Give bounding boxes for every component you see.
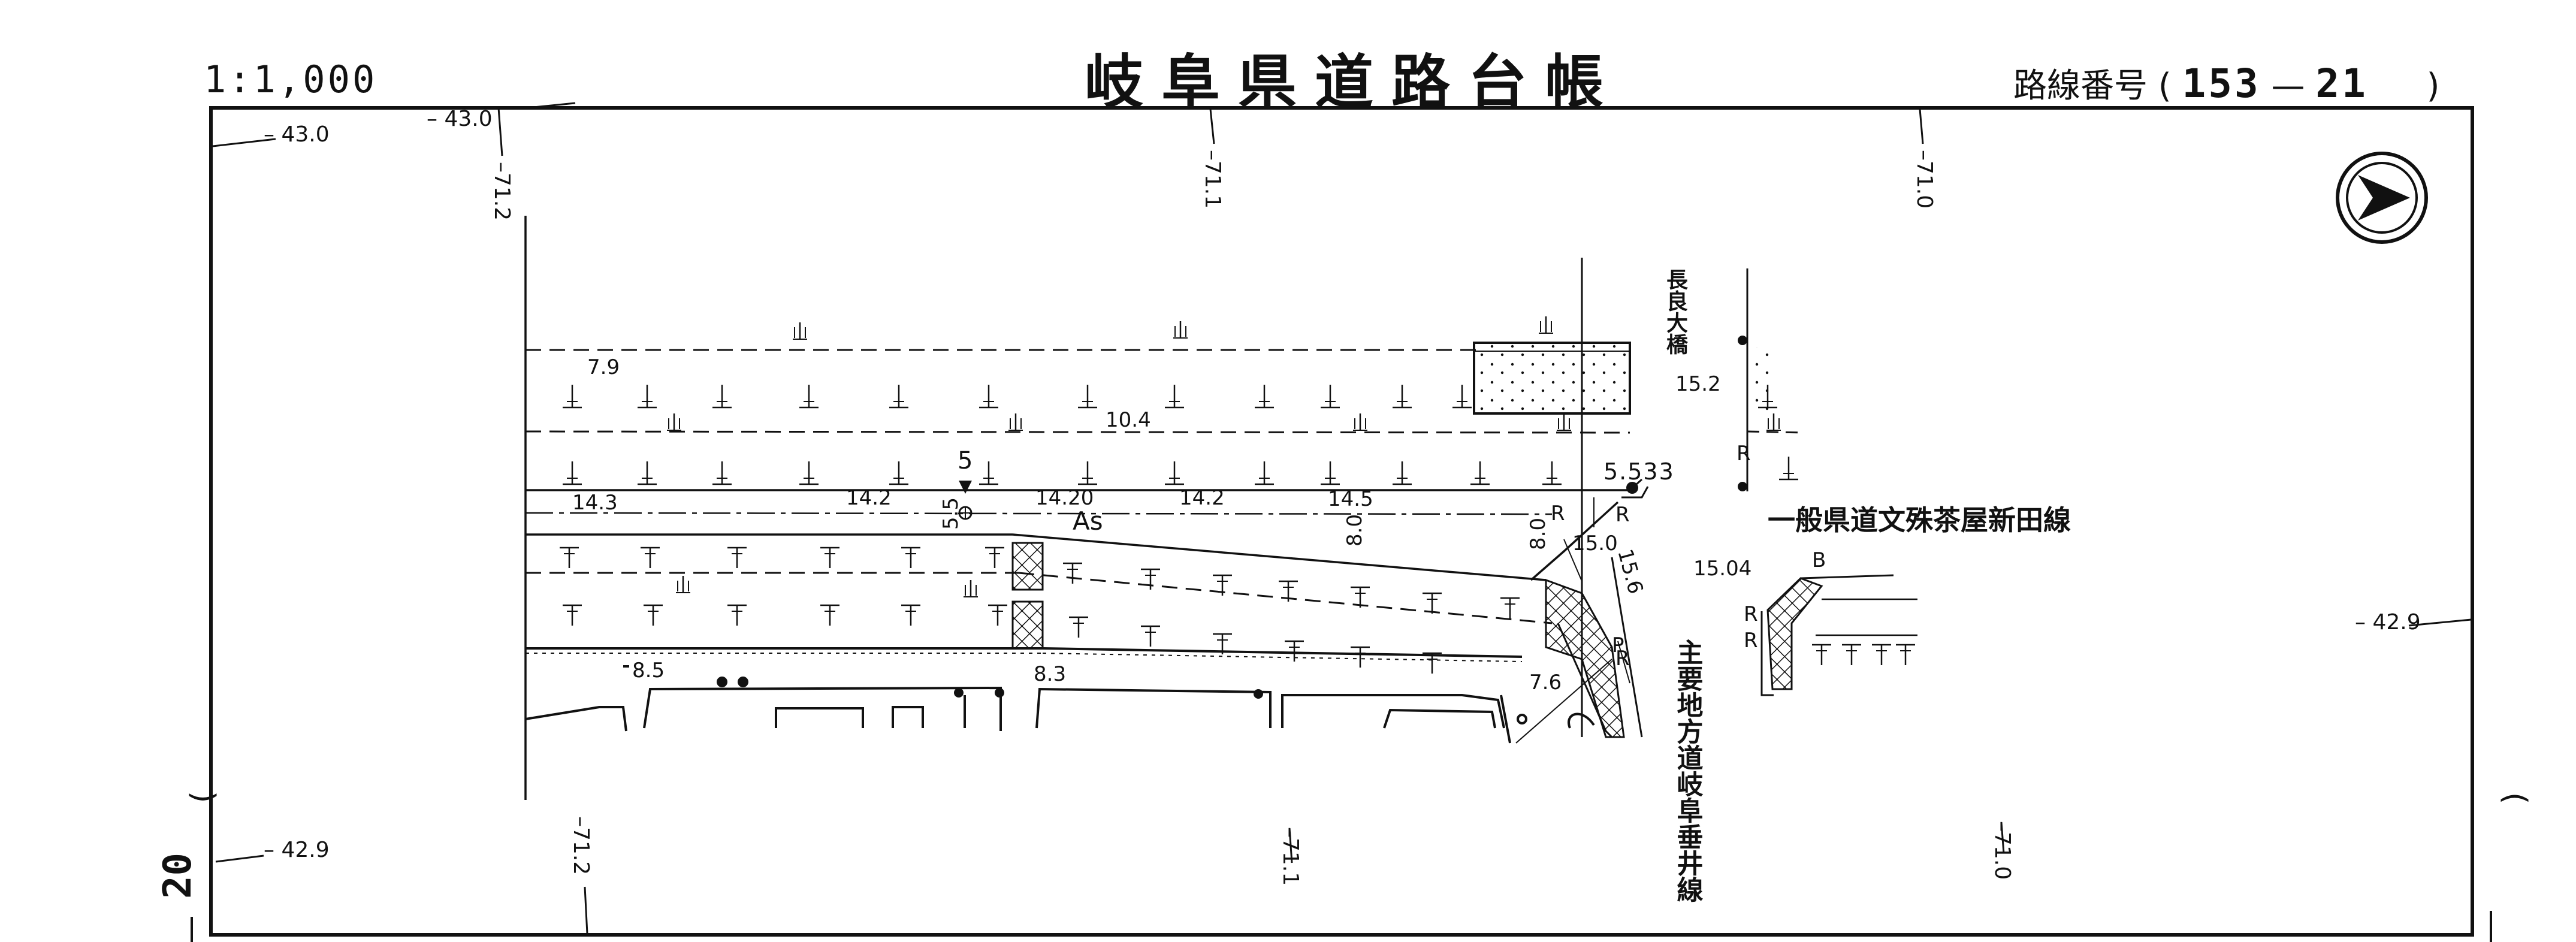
dim-14-3: 14.3 xyxy=(572,491,618,515)
grid-reference-lines xyxy=(212,102,2472,934)
route-number-block: 路線番号 ( 153 — 21 ) xyxy=(2013,59,2439,107)
main-road-name: 主要地方道岐阜垂井線 xyxy=(1672,639,1704,902)
mark-r6: R xyxy=(1737,442,1751,466)
kerb-symbols xyxy=(558,315,1916,675)
route-number: 153 xyxy=(2182,61,2261,107)
coord-bottom-x3: –71.0 xyxy=(1990,821,2015,880)
route-sub-number: 21 xyxy=(2315,61,2368,107)
roadside-buildings xyxy=(525,336,1747,744)
sheet-number: 20 xyxy=(156,853,200,899)
dim-14-2b: 14.2 xyxy=(1179,486,1225,510)
dim-15-0: 15.0 xyxy=(1572,532,1618,555)
dim-7-9: 7.9 xyxy=(587,355,620,379)
mark-p: P xyxy=(1612,633,1624,657)
road-structures xyxy=(1011,342,1917,738)
coord-bottom-x1: –71.2 xyxy=(569,816,593,875)
north-arrow-icon xyxy=(2336,152,2428,244)
dim-10-4: 10.4 xyxy=(1106,408,1151,432)
coord-right-mid: – 42.9 xyxy=(2355,610,2421,635)
dim-14-5: 14.5 xyxy=(1328,487,1373,511)
map-scale: 1:1,000 xyxy=(204,58,378,101)
bridge-name: 長良大橋 xyxy=(1663,268,1688,355)
dim-7-6: 7.6 xyxy=(1529,671,1562,695)
mark-r1: R xyxy=(1551,502,1565,526)
dim-5-5: 5.5 xyxy=(939,497,963,530)
dim-14-20: 14.20 xyxy=(1035,486,1094,510)
route-close-paren: ) xyxy=(2426,67,2440,105)
coord-top-x1: –71.2 xyxy=(490,162,514,221)
station-marker xyxy=(958,481,1638,520)
route-separator: — xyxy=(2271,67,2305,105)
dim-8-3: 8.3 xyxy=(1034,662,1066,686)
right-margin-paren: ( xyxy=(2497,792,2533,804)
dim-8-5: 8.5 xyxy=(632,659,665,683)
coord-bottom-x2: –71.1 xyxy=(1278,827,1303,886)
mark-b: B xyxy=(1812,548,1826,572)
coord-bottom-left: – 42.9 xyxy=(264,838,330,862)
station-number: 5 xyxy=(958,447,973,475)
dim-15-2: 15.2 xyxy=(1675,372,1721,396)
dim-15-04: 15.04 xyxy=(1693,557,1751,581)
mark-r4: R xyxy=(1744,602,1758,626)
mark-r5: R xyxy=(1744,629,1758,653)
dim-8-0b: 8.0 xyxy=(1526,518,1550,550)
coord-top-left-1: – 43.0 xyxy=(264,122,330,147)
road-lines xyxy=(524,216,1804,800)
station-distance: 5.533 xyxy=(1603,458,1675,485)
prefectural-road-name: 一般県道文殊茶屋新田線 xyxy=(1768,504,2071,536)
route-open-paren: ( xyxy=(2158,67,2172,105)
dim-14-2a: 14.2 xyxy=(846,486,892,510)
coord-top-left-2: – 43.0 xyxy=(427,107,493,131)
coord-top-x3: –71.0 xyxy=(1912,150,1937,209)
sheet-paren-open: ) xyxy=(185,791,221,803)
dim-8-0a: 8.0 xyxy=(1343,514,1367,547)
mark-r3: R xyxy=(1615,647,1630,671)
frame xyxy=(209,106,2492,942)
coord-top-x2: –71.1 xyxy=(1200,150,1225,209)
mark-r2: R xyxy=(1615,503,1630,527)
route-number-label: 路線番号 xyxy=(2013,67,2148,105)
sheet-title: 岐阜県道路台帳 xyxy=(1085,48,1622,117)
surface-code: As xyxy=(1073,506,1103,536)
